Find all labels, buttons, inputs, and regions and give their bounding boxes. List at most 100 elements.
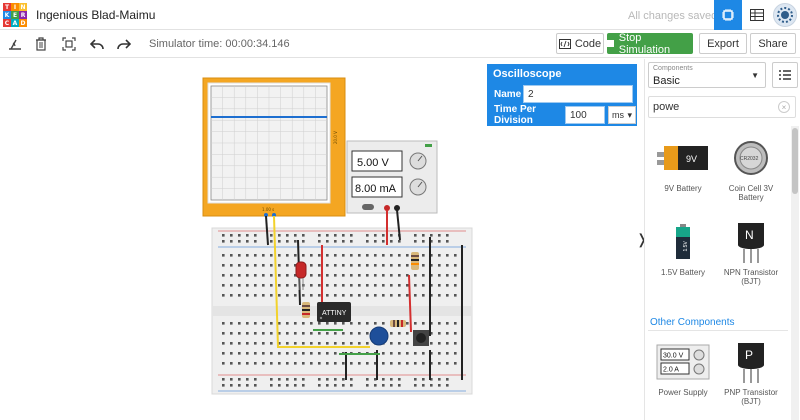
scope-y-label: 20.0 V	[333, 131, 338, 144]
ceramic-capacitor[interactable]	[369, 326, 389, 346]
svg-text:P: P	[745, 348, 753, 362]
pnp-transistor-icon: P	[716, 338, 786, 386]
panel-scroll-thumb[interactable]	[792, 128, 798, 194]
svg-text:1.5V: 1.5V	[683, 241, 689, 252]
dropdown-value: Basic	[653, 75, 680, 87]
component-coin-cell[interactable]: CR2032 Coin Cell 3V Battery	[716, 134, 786, 202]
collapse-panel-arrow[interactable]: ❭	[636, 228, 648, 250]
resistor-3[interactable]	[390, 320, 406, 327]
pushbutton-cap[interactable]	[416, 333, 426, 343]
undo-button[interactable]	[88, 35, 106, 53]
black-wire-psu[interactable]	[396, 209, 401, 241]
search-input[interactable]: powe	[653, 101, 680, 113]
pushbutton[interactable]	[413, 330, 429, 346]
psu-switch[interactable]	[362, 204, 374, 210]
trash-icon	[36, 37, 46, 51]
scope-x-label: 1.00 s	[262, 207, 274, 212]
scope-probe-wire-black[interactable]	[265, 215, 269, 246]
divider	[648, 330, 788, 331]
logo-tile: E	[11, 11, 19, 19]
project-title[interactable]: Ingenious Blad-Maimu	[36, 8, 156, 22]
chip-icon	[722, 9, 734, 21]
component-npn-transistor[interactable]: N NPN Transistor (BJT)	[716, 218, 786, 286]
psu-current: 8.00 mA	[355, 183, 397, 195]
zoom-fit-icon	[62, 37, 76, 51]
share-button[interactable]: Share	[750, 33, 796, 54]
component-1-5v-battery[interactable]: 1.5V 1.5V Battery	[648, 218, 718, 277]
table-icon	[750, 9, 764, 21]
toolbar: Simulator time: 00:00:34.146 Code Stop S…	[0, 30, 800, 58]
svg-text:CR2032: CR2032	[740, 156, 759, 162]
logo-tile: D	[19, 19, 27, 27]
svg-text:30.0 V: 30.0 V	[663, 353, 684, 360]
red-wire-2[interactable]	[408, 274, 412, 333]
caret-down-icon: ▼	[751, 71, 759, 80]
time-per-division-input[interactable]: 100	[565, 106, 605, 124]
svg-text:N: N	[745, 228, 754, 242]
resistor-1[interactable]	[302, 302, 310, 318]
stop-icon	[607, 40, 614, 47]
redo-icon	[117, 39, 131, 50]
9v-battery-icon: 9V	[648, 134, 718, 182]
psu-positive-terminal[interactable]	[384, 205, 390, 211]
export-button[interactable]: Export	[699, 33, 747, 54]
psu-current-display	[351, 176, 403, 198]
redo-button[interactable]	[115, 35, 133, 53]
ic-body	[317, 302, 351, 322]
stop-simulation-button[interactable]: Stop Simulation	[607, 32, 693, 56]
name-input[interactable]: 2	[523, 85, 633, 103]
delete-button[interactable]	[32, 35, 50, 53]
power-supply[interactable]: 5.00 V 8.00 mA	[346, 140, 438, 214]
yellow-wire[interactable]	[273, 215, 370, 348]
component-label: Coin Cell 3V Battery	[728, 184, 774, 202]
other-components-heading: Other Components	[650, 317, 735, 328]
component-label: Power Supply	[658, 388, 708, 397]
oscilloscope[interactable]: 20.0 V 1.00 s	[202, 77, 346, 217]
clear-search-icon[interactable]: ×	[778, 101, 790, 113]
oscilloscope-inspector: Oscilloscope Name 2 Time Per Division 10…	[487, 64, 637, 126]
code-icon	[558, 38, 571, 49]
logo-tile: T	[3, 3, 11, 11]
led[interactable]	[295, 261, 307, 290]
rotate-button[interactable]	[6, 35, 24, 53]
component-9v-battery[interactable]: 9V 9V Battery	[648, 134, 718, 193]
component-label: NPN Transistor (BJT)	[723, 268, 779, 286]
psu-voltage: 5.00 V	[357, 157, 389, 169]
time-unit-select[interactable]: ms ▾	[608, 106, 636, 124]
code-button[interactable]: Code	[556, 33, 604, 54]
psu-negative-terminal[interactable]	[394, 205, 400, 211]
time-per-division-label: Time Per Division	[491, 104, 565, 126]
name-label: Name	[491, 85, 523, 103]
ic-label: ATTINY	[322, 310, 347, 317]
fit-view-button[interactable]	[60, 35, 78, 53]
component-pnp-transistor[interactable]: P PNP Transistor (BJT)	[716, 338, 786, 406]
psu-power-led	[425, 144, 432, 147]
chevron-down-icon: ▾	[627, 109, 632, 120]
circuit-view-button[interactable]	[714, 0, 742, 30]
power-supply-icon: 30.0 V 2.0 A	[648, 338, 718, 386]
oscilloscope-grid	[211, 86, 327, 200]
capacitor[interactable]	[369, 326, 389, 346]
logo-tile: A	[11, 19, 19, 27]
rotate-icon	[9, 39, 21, 50]
user-avatar[interactable]	[773, 3, 797, 27]
component-search[interactable]: powe ×	[648, 96, 796, 118]
component-power-supply[interactable]: 30.0 V 2.0 A Power Supply	[648, 338, 718, 397]
circuit-drawing[interactable]: 20.0 V 1.00 s 5.00 V 8.00 mA	[0, 59, 640, 420]
svg-text:2.0 A: 2.0 A	[663, 367, 679, 374]
gear-avatar-icon	[777, 7, 793, 23]
inspector-title: Oscilloscope	[493, 68, 562, 80]
components-dropdown[interactable]: Components Basic ▼	[648, 62, 766, 88]
component-list-button[interactable]	[743, 0, 771, 30]
list-view-button[interactable]	[772, 62, 798, 88]
resistor-2[interactable]	[411, 252, 419, 270]
red-led[interactable]	[295, 261, 307, 279]
aa-battery-icon: 1.5V	[648, 218, 718, 266]
npn-transistor-icon: N	[716, 218, 786, 266]
save-status: All changes saved	[628, 10, 718, 22]
attiny-ic[interactable]: ATTINY	[317, 302, 351, 322]
undo-icon	[90, 39, 104, 50]
panel-scrollbar[interactable]	[791, 126, 799, 420]
